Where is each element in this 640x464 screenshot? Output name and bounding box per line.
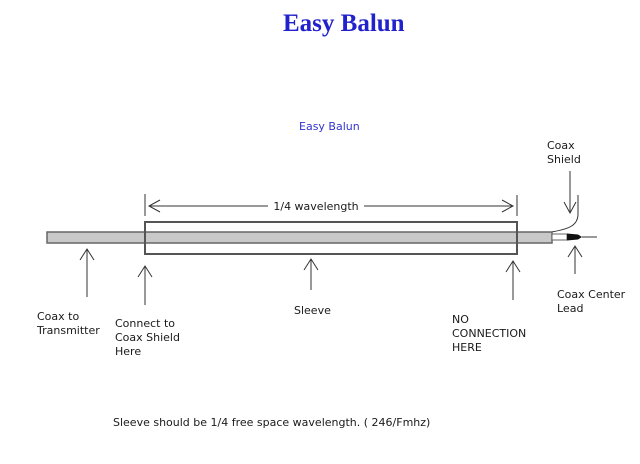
coax-to-transmitter-arrowhead-icon xyxy=(79,248,95,261)
sleeve-arrowhead-icon xyxy=(303,258,319,271)
dimension-arrowhead-left-icon xyxy=(147,199,161,213)
no-connection-label-line2: CONNECTION xyxy=(452,327,526,340)
connect-coax-shield-arrowhead-icon xyxy=(137,265,153,278)
no-connection-label-line3: HERE xyxy=(452,341,482,354)
center-lead-arrow xyxy=(567,245,583,274)
center-lead-arrowhead-icon xyxy=(567,245,583,258)
page-title: Easy Balun xyxy=(283,10,405,37)
coax-shield-pigtail xyxy=(550,195,579,233)
sleeve-outline xyxy=(144,221,518,255)
connect-coax-shield-label-line1: Connect to xyxy=(115,317,175,330)
coax-shield-arrowhead-icon xyxy=(563,201,577,215)
no-connection-arrowhead-icon xyxy=(505,260,521,273)
coax-shield-label-line1: Coax xyxy=(547,139,575,152)
coax-center-lead-label-line2: Lead xyxy=(557,302,583,315)
diagram-subtitle: Easy Balun xyxy=(299,120,360,133)
coax-to-transmitter-label-line1: Coax to xyxy=(37,310,79,323)
coax-center-lead-label-line1: Coax Center xyxy=(557,288,626,301)
connect-coax-shield-arrow xyxy=(137,265,153,305)
sleeve-label: Sleeve xyxy=(294,304,331,317)
dimension-quarter-wavelength: 1/4 wavelength xyxy=(144,194,518,216)
center-lead-dielectric xyxy=(551,233,568,241)
coax-shield-arrow xyxy=(563,171,577,215)
connect-coax-shield-label-line3: Here xyxy=(115,345,141,358)
coax-shield-label-line2: Shield xyxy=(547,153,581,166)
coax-to-transmitter-label-line2: Transmitter xyxy=(36,324,100,337)
center-lead-conductor xyxy=(567,233,582,241)
coax-to-transmitter-arrow xyxy=(79,248,95,297)
no-connection-arrow xyxy=(505,260,521,300)
coax-cable xyxy=(46,231,553,244)
dimension-label: 1/4 wavelength xyxy=(273,200,358,213)
sleeve-formula-caption: Sleeve should be 1/4 free space waveleng… xyxy=(113,416,430,429)
dimension-arrowhead-right-icon xyxy=(501,199,515,213)
sleeve-arrow xyxy=(303,258,319,290)
no-connection-label-line1: NO xyxy=(452,313,469,326)
connect-coax-shield-label-line2: Coax Shield xyxy=(115,331,180,344)
